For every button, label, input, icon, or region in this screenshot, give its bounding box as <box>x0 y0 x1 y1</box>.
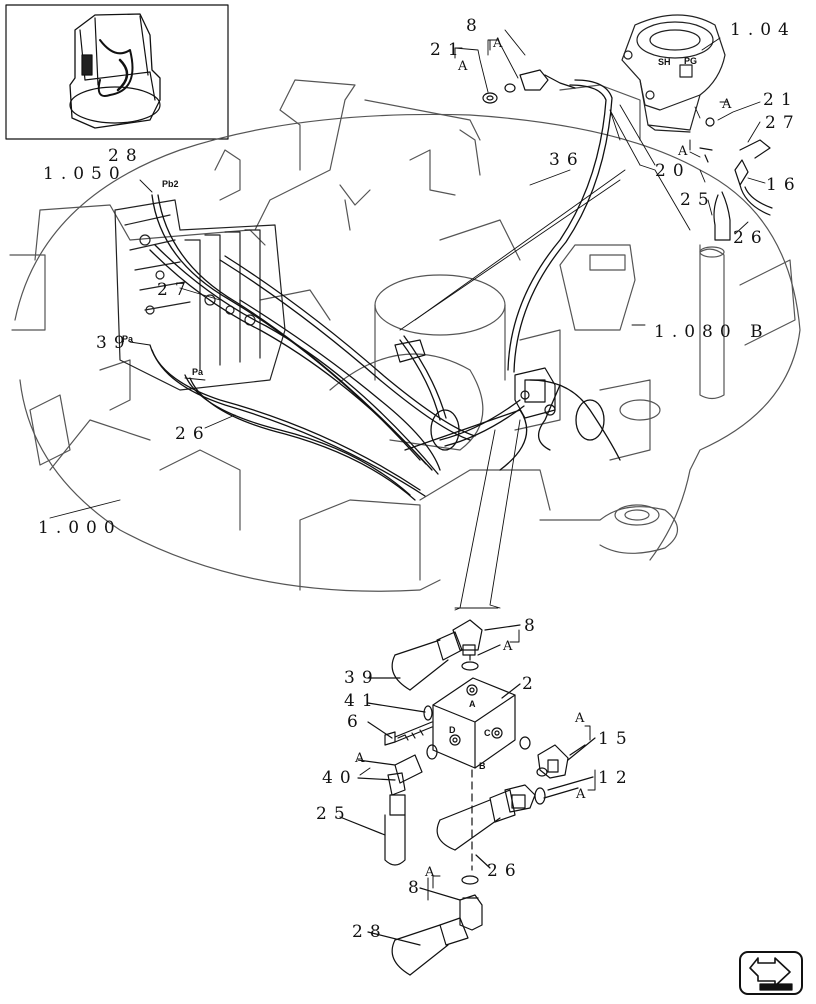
label-8-detail: 8 <box>524 616 542 636</box>
control-valve-bank <box>114 199 286 391</box>
label-A-detail-4: A <box>576 787 587 802</box>
label-A-right: A <box>722 97 733 112</box>
label-A-detail-5: A <box>425 865 436 880</box>
label-Pa-1: Pa <box>122 334 134 344</box>
label-26-detail: 26 <box>487 861 523 881</box>
label-39-top: 39 <box>96 333 132 353</box>
label-28-top: 28 <box>108 146 144 166</box>
label-8-detail-2: 8 <box>408 878 426 898</box>
turntable-frame <box>9 79 801 592</box>
label-1000: 1.000 <box>38 518 122 538</box>
label-2: 2 <box>522 674 540 694</box>
exploded-detail <box>339 619 596 976</box>
label-A-top-1: A <box>458 59 469 74</box>
label-15: 15 <box>598 729 634 749</box>
label-Pa-2: Pa <box>192 367 204 377</box>
label-20: 20 <box>655 161 691 181</box>
label-27-mid: 27 <box>157 280 193 300</box>
label-36: 36 <box>549 150 585 170</box>
label-pb2: Pb2 <box>162 179 179 189</box>
label-26-right: 26 <box>733 228 769 248</box>
label-1050: 1.050 <box>43 164 127 184</box>
port-D: D <box>449 725 456 735</box>
port-C: C <box>484 728 491 738</box>
label-SH: SH <box>658 57 671 67</box>
label-41: 41 <box>344 691 380 711</box>
label-27-right: 27 <box>765 113 801 133</box>
label-25-right: 25 <box>680 190 716 210</box>
label-8-top: 8 <box>466 16 484 36</box>
label-16: 16 <box>766 175 802 195</box>
label-21-right: 21 <box>763 90 799 110</box>
label-25-detail: 25 <box>316 804 352 824</box>
machine-inset <box>5 4 229 140</box>
label-PG: PG <box>684 56 698 66</box>
label-104: 1.04 <box>730 20 796 40</box>
label-A-detail-1: A <box>503 639 514 654</box>
top-fittings <box>482 69 773 241</box>
reference-brackets <box>359 39 729 901</box>
leader-lines <box>49 29 766 611</box>
label-A-top-2: A <box>493 36 504 51</box>
label-6: 6 <box>347 712 365 732</box>
port-B: B <box>479 761 486 771</box>
label-39-detail: 39 <box>344 668 380 688</box>
label-1080B: 1.080 B <box>654 322 770 342</box>
label-40: 40 <box>322 768 358 788</box>
label-12: 12 <box>598 768 634 788</box>
label-A-20: A <box>678 144 689 159</box>
hose-bundle <box>149 79 621 501</box>
label-A-detail-2: A <box>575 711 586 726</box>
rotary-block <box>394 339 556 419</box>
label-26-mid: 26 <box>175 424 211 444</box>
label-A-detail-3: A <box>355 751 366 766</box>
next-page-arrow-icon[interactable] <box>739 951 803 995</box>
label-21-top: 21 <box>430 40 466 60</box>
port-A: A <box>469 699 476 709</box>
label-28-detail: 28 <box>352 922 388 942</box>
swing-motor-assembly <box>621 14 726 133</box>
